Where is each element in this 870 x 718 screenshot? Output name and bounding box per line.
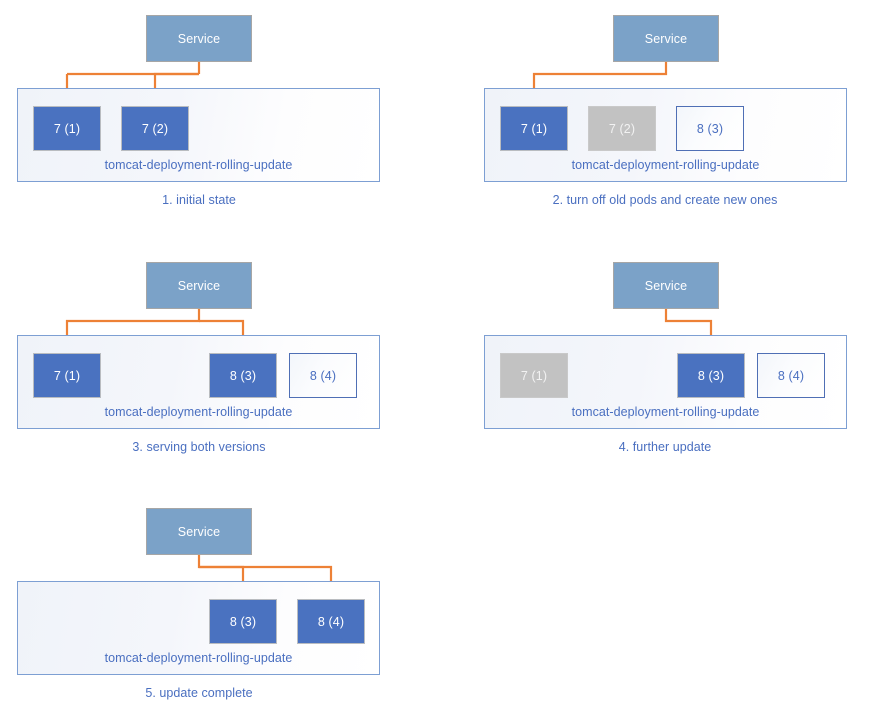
deployment-name-label: tomcat-deployment-rolling-update [571, 158, 760, 172]
pod-7-2[interactable]: 7 (2) [588, 106, 656, 151]
pod-7-2[interactable]: 7 (2) [121, 106, 189, 151]
pod-8-3[interactable]: 8 (3) [676, 106, 744, 151]
pod-8-4[interactable]: 8 (4) [289, 353, 357, 398]
service-node[interactable]: Service [146, 508, 252, 555]
service-node[interactable]: Service [613, 15, 719, 62]
pod-8-3[interactable]: 8 (3) [209, 353, 277, 398]
panel-caption: 3. serving both versions [132, 440, 266, 454]
panel-caption: 2. turn off old pods and create new ones [552, 193, 778, 207]
deployment-name-label: tomcat-deployment-rolling-update [104, 158, 293, 172]
panel-caption: 4. further update [618, 440, 712, 454]
pod-8-3[interactable]: 8 (3) [677, 353, 745, 398]
pod-7-1[interactable]: 7 (1) [500, 353, 568, 398]
pod-7-1[interactable]: 7 (1) [33, 353, 101, 398]
service-node[interactable]: Service [146, 15, 252, 62]
service-node[interactable]: Service [613, 262, 719, 309]
deployment-name-label: tomcat-deployment-rolling-update [104, 651, 293, 665]
pod-7-1[interactable]: 7 (1) [33, 106, 101, 151]
pod-7-1[interactable]: 7 (1) [500, 106, 568, 151]
panel-caption: 5. update complete [145, 686, 253, 700]
pod-8-4[interactable]: 8 (4) [297, 599, 365, 644]
pod-8-4[interactable]: 8 (4) [757, 353, 825, 398]
service-node[interactable]: Service [146, 262, 252, 309]
panel-caption: 1. initial state [162, 193, 236, 207]
deployment-name-label: tomcat-deployment-rolling-update [571, 405, 760, 419]
deployment-name-label: tomcat-deployment-rolling-update [104, 405, 293, 419]
pod-8-3[interactable]: 8 (3) [209, 599, 277, 644]
